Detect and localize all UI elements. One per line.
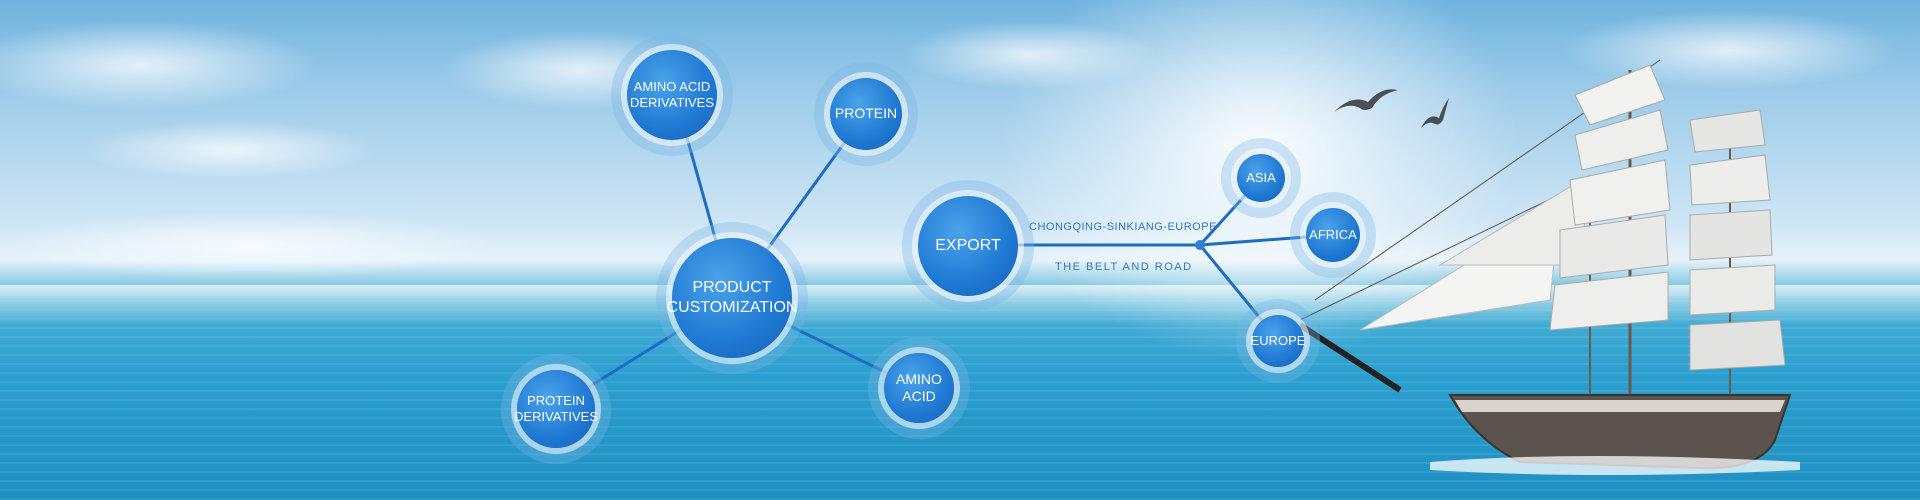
route-label-secondary: THE BELT AND ROAD — [1055, 261, 1193, 273]
node-protein-derivatives[interactable]: PROTEIN DERIVATIVES — [514, 370, 598, 448]
sailing-ship-icon — [1298, 59, 1800, 475]
seagull-icon — [1334, 89, 1398, 112]
node-asia[interactable]: ASIA — [1237, 154, 1285, 202]
seagull-icon — [1421, 98, 1449, 128]
cloud — [80, 120, 380, 180]
cloud — [0, 20, 320, 110]
cloud — [900, 20, 1160, 90]
node-protein[interactable]: PROTEIN — [830, 78, 902, 150]
cloud — [0, 210, 500, 280]
route-hub-dot — [1195, 240, 1205, 250]
node-amino-acid[interactable]: AMINO ACID — [884, 353, 954, 423]
node-export[interactable]: EXPORT — [918, 196, 1018, 296]
cloud — [1560, 10, 1900, 90]
node-amino-acid-derivatives[interactable]: AMINO ACID DERIVATIVES — [627, 50, 717, 140]
node-africa[interactable]: AFRICA — [1306, 208, 1360, 262]
node-europe[interactable]: EUROPE — [1251, 315, 1305, 367]
route-label-primary: CHONGQING-SINKIANG-EUROPE — [1029, 221, 1217, 233]
node-product-customization[interactable]: PRODUCT CUSTOMIZATION — [667, 238, 797, 358]
